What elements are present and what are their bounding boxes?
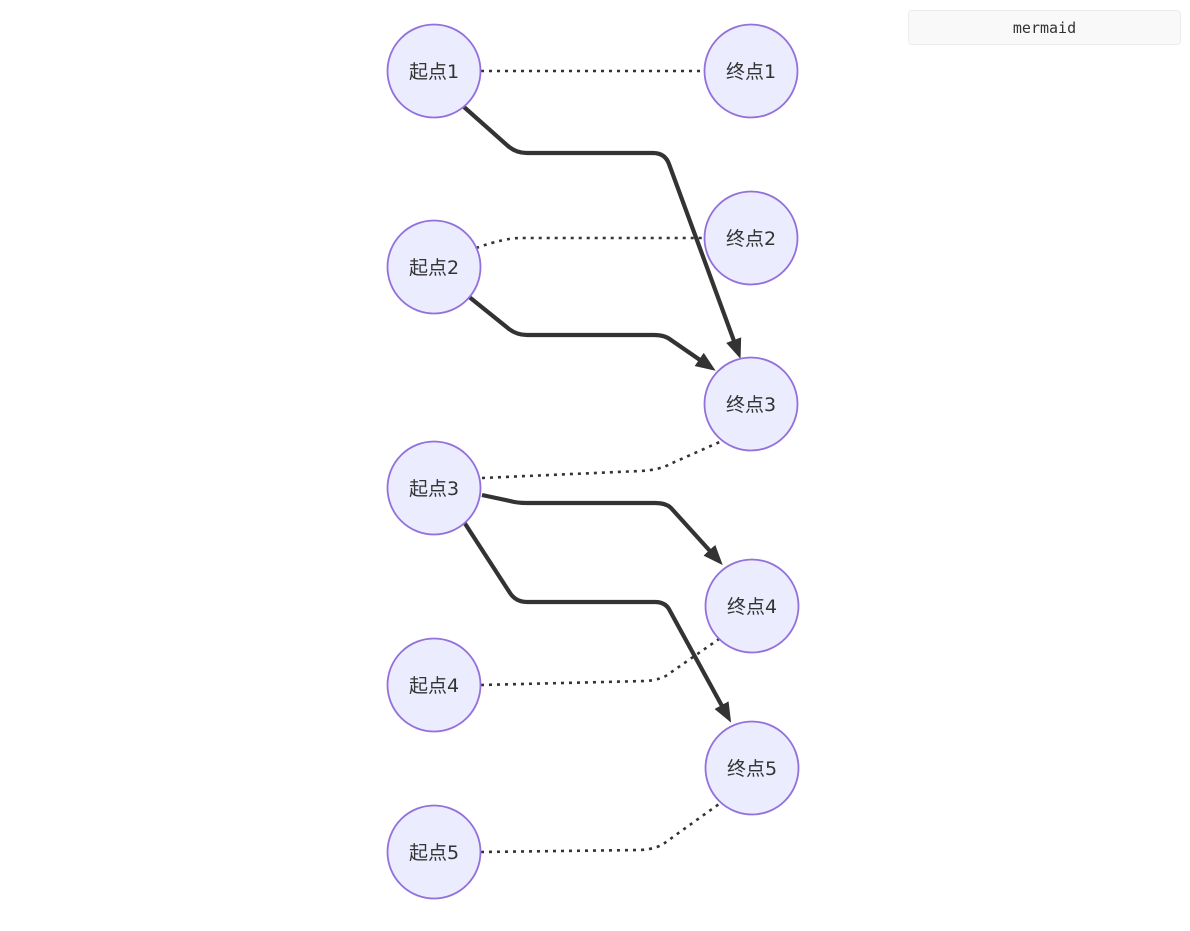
node-circle-end4 — [704, 558, 800, 654]
edge-start2-to-end3 — [466, 294, 716, 371]
node-circle-start3 — [386, 440, 482, 536]
node-end4: 终点4 — [704, 558, 800, 654]
node-end5: 终点5 — [704, 720, 800, 816]
edge-start2-to-end2 — [475, 236, 704, 250]
node-label-end5: 终点5 — [727, 758, 777, 780]
edge-start1-to-end3 — [462, 105, 742, 359]
node-start5: 起点5 — [386, 804, 482, 900]
node-circle-start1 — [386, 23, 482, 119]
node-circle-start2 — [386, 219, 482, 315]
edge-start5-to-end5 — [480, 802, 720, 854]
node-start3: 起点3 — [386, 440, 482, 536]
node-circle-end5 — [704, 720, 800, 816]
node-circle-end1 — [703, 23, 799, 119]
node-start1: 起点1 — [386, 23, 482, 119]
node-label-end1: 终点1 — [726, 61, 776, 83]
node-label-end4: 终点4 — [727, 596, 777, 618]
node-end1: 终点1 — [703, 23, 799, 119]
edge-start4-to-end4 — [480, 637, 720, 687]
node-start4: 起点4 — [386, 637, 482, 733]
node-label-start2: 起点2 — [409, 257, 459, 279]
node-label-start3: 起点3 — [409, 478, 459, 500]
node-end2: 终点2 — [703, 190, 799, 286]
edges-layer — [462, 69, 742, 854]
edge-start3-to-end4 — [481, 492, 723, 566]
node-label-start5: 起点5 — [409, 842, 459, 864]
node-label-end2: 终点2 — [726, 228, 776, 250]
node-end3: 终点3 — [703, 356, 799, 452]
node-circle-start5 — [386, 804, 482, 900]
node-start2: 起点2 — [386, 219, 482, 315]
mermaid-version-badge: mermaid — [908, 10, 1181, 45]
node-label-start4: 起点4 — [409, 675, 459, 697]
mermaid-badge-label: mermaid — [1012, 18, 1077, 37]
node-label-start1: 起点1 — [409, 61, 459, 83]
edge-start3-to-end5 — [462, 520, 732, 723]
nodes-layer: 起点1 起点2 起点3 起点4 起点5 终点1 终点2 终点3 终点4 终点5 — [386, 23, 800, 900]
node-circle-start4 — [386, 637, 482, 733]
edge-start3-to-end3 — [481, 439, 723, 480]
node-circle-end3 — [703, 356, 799, 452]
node-circle-end2 — [703, 190, 799, 286]
node-label-end3: 终点3 — [726, 394, 776, 416]
